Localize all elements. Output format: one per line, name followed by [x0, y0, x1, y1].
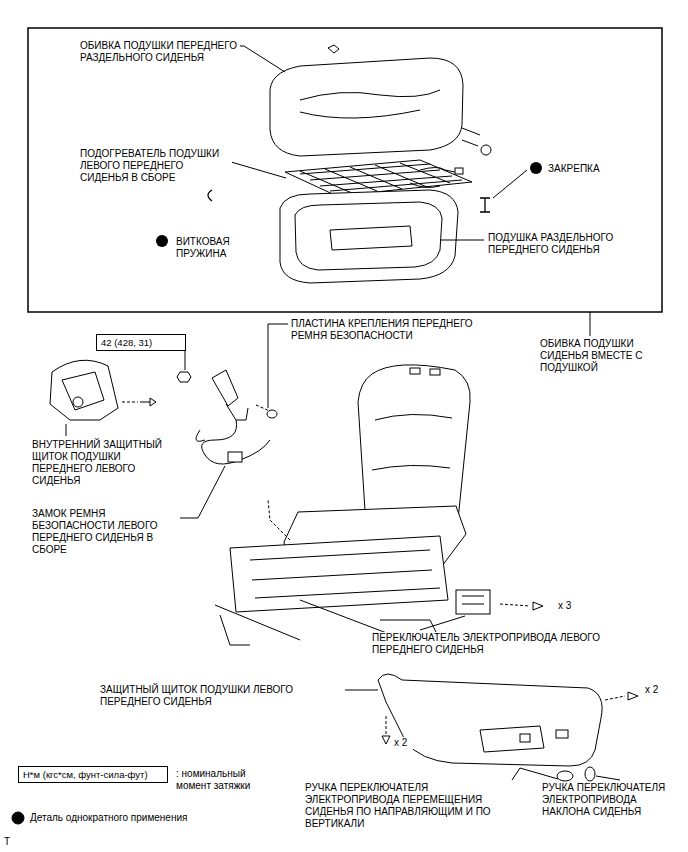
part-label: ЗАМОК РЕМНЯ БЕЗОПАСНОСТИ ЛЕВОГО ПЕРЕДНЕГ… — [32, 508, 180, 556]
box-text: 42 (428, 31) — [101, 337, 181, 348]
part-label: ОБИВКА ПОДУШКИ ПЕРЕДНЕГО РАЗДЕЛЬНОГО СИД… — [80, 40, 240, 64]
part-label: ПЕРЕКЛЮЧАТЕЛЬ ЭЛЕКТРОПРИВОДА ЛЕВОГО ПЕРЕ… — [372, 632, 632, 656]
legend-unit-box: Н*м (кгс*см, фунт-сила-фут) — [18, 766, 168, 783]
legend-text: : номинальный момент затяжки — [176, 768, 271, 792]
quantity-label: x 3 — [558, 600, 588, 612]
box-text: Н*м (кгс*см, фунт-сила-фут) — [23, 769, 163, 780]
part-label: ОБИВКА ПОДУШКИ СИДЕНЬЯ ВМЕСТЕ С ПОДУШКОЙ — [540, 338, 658, 374]
part-label: ЗАКРЕПКА — [548, 163, 628, 175]
part-label: ПОДОГРЕВАТЕЛЬ ПОДУШКИ ЛЕВОГО ПЕРЕДНЕГО С… — [80, 148, 232, 184]
group-frame — [28, 28, 662, 312]
part-label: ПЛАСТИНА КРЕПЛЕНИЯ ПЕРЕДНЕГО РЕМНЯ БЕЗОП… — [291, 318, 511, 342]
part-label: РУЧКА ПЕРЕКЛЮЧАТЕЛЯ ЭЛЕКТРОПРИВОДА НАКЛО… — [542, 782, 682, 818]
quantity-label: x 2 — [394, 737, 424, 749]
part-label: ЗАЩИТНЫЙ ЩИТОК ПОДУШКИ ЛЕВОГО ПЕРЕДНЕГО … — [100, 684, 345, 708]
part-label: ПОДУШКА РАЗДЕЛЬНОГО ПЕРЕДНЕГО СИДЕНЬЯ — [488, 232, 653, 256]
part-label: ВИТКОВАЯ ПРУЖИНА — [176, 236, 248, 260]
part-label: ВНУТРЕННИЙ ЗАЩИТНЫЙ ЩИТОК ПОДУШКИ ПЕРЕДН… — [32, 439, 162, 487]
legend-text: Деталь однократного применения — [30, 812, 250, 824]
page-mark: Т — [4, 836, 18, 848]
quantity-label: x 2 — [645, 684, 675, 696]
single-use-dot — [12, 812, 24, 824]
part-label: РУЧКА ПЕРЕКЛЮЧАТЕЛЯ ЭЛЕКТРОПРИВОДА ПЕРЕМ… — [305, 782, 520, 830]
torque-box: 42 (428, 31) — [96, 334, 186, 351]
